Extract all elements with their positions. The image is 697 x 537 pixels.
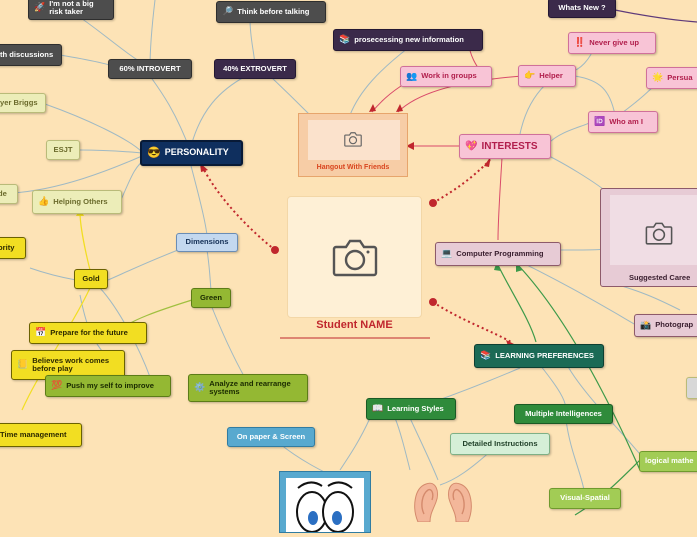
de-node[interactable]: de — [0, 184, 18, 204]
persua-node[interactable]: 🌟 Persua — [646, 67, 697, 89]
helper-node[interactable]: 👉 Helper — [518, 65, 576, 87]
books-icon: 📚 — [480, 350, 492, 361]
think-before-talking-node[interactable]: 🔎 Think before talking — [216, 1, 326, 23]
calendar-icon: 📅 — [35, 327, 47, 338]
books-icon: 📚 — [339, 34, 351, 45]
never-give-up-node[interactable]: ‼️ Never give up — [568, 32, 656, 54]
photo-icon: 📸 — [640, 319, 652, 330]
prepare-future-node[interactable]: 📅 Prepare for the future — [29, 322, 147, 344]
id-card-icon: 🆔 — [594, 116, 606, 127]
suggested-careers-photo[interactable]: Suggested Caree — [600, 188, 697, 287]
double-exclamation-icon: ‼️ — [574, 37, 586, 48]
visual-spatial-node[interactable]: Visual-Spatial — [549, 488, 621, 509]
ority-node[interactable]: ority — [0, 237, 26, 259]
hundred-points-icon: 💯 — [51, 380, 63, 391]
heart-icon: 💖 — [465, 141, 478, 152]
photograp-node[interactable]: 📸 Photograp — [634, 314, 697, 337]
thumbs-up-icon: 👍 — [38, 196, 50, 207]
gold-node[interactable]: Gold — [74, 269, 108, 289]
computer-icon: 💻 — [441, 248, 453, 259]
central-title: Student NAME — [316, 319, 393, 331]
on-paper-screen-node[interactable]: On paper & Screen — [227, 427, 315, 447]
hangout-caption: Hangout With Friends — [316, 164, 390, 171]
not-risk-taker-node[interactable]: 🚀 I'm not a big risk taker — [28, 0, 114, 20]
cartoon-eyes-icon — [286, 478, 364, 537]
myers-briggs-node[interactable]: yer Briggs — [0, 93, 46, 113]
camera-icon — [344, 131, 362, 147]
dimensions-node[interactable]: Dimensions — [176, 233, 238, 252]
analyze-node[interactable]: ⚙️ Analyze and rearrange systems — [188, 374, 308, 402]
multiple-intelligences-node[interactable]: Multiple Intelligences — [514, 404, 613, 424]
extrovert-node[interactable]: 40% EXTROVERT — [214, 59, 296, 79]
open-book-icon: 📖 — [372, 403, 384, 414]
push-myself-node[interactable]: 💯 Push my self to improve — [45, 375, 171, 397]
helping-others-node[interactable]: 👍 Helping Others — [32, 190, 122, 214]
esjt-node[interactable]: ESJT — [46, 140, 80, 160]
logical-math-node[interactable]: logical mathe — [639, 451, 697, 472]
ears-icon — [414, 482, 472, 523]
star-icon: 🌟 — [652, 72, 664, 83]
interests-node[interactable]: 💖 INTERESTS — [459, 134, 551, 159]
camera-icon — [332, 239, 377, 277]
careers-photo-frame — [610, 195, 697, 265]
eyes-image — [279, 471, 371, 537]
green-node[interactable]: Green — [191, 288, 231, 308]
personality-node[interactable]: 😎 PERSONALITY — [140, 140, 243, 166]
detailed-instructions-node[interactable]: Detailed Instructions — [450, 433, 550, 455]
gear-icon: ⚙️ — [194, 382, 206, 393]
time-management-node[interactable]: Time management — [0, 423, 82, 447]
hangout-photo[interactable]: Hangout With Friends — [298, 113, 408, 177]
people-icon: 👥 — [406, 70, 418, 81]
learning-styles-node[interactable]: 📖 Learning Styles — [366, 398, 456, 420]
introvert-node[interactable]: 60% INTROVERT — [108, 59, 192, 79]
ears-image — [408, 478, 478, 523]
central-photo[interactable] — [287, 196, 422, 318]
whats-new-node[interactable]: Whats New ? — [548, 0, 616, 18]
magnifier-icon: 🔎 — [222, 6, 234, 17]
prosecessing-node[interactable]: 📚 prosecessing new information — [333, 29, 483, 51]
careers-caption: Suggested Caree — [629, 273, 691, 282]
computer-programming-node[interactable]: 💻 Computer Programming — [435, 242, 561, 266]
camera-icon — [645, 222, 673, 245]
hangout-photo-frame — [308, 120, 400, 160]
pointing-hand-icon: 👉 — [524, 70, 536, 81]
who-am-i-node[interactable]: 🆔 Who am I — [588, 111, 658, 133]
discussions-node[interactable]: th discussions — [0, 44, 62, 66]
notepad-icon: 📒 — [17, 359, 29, 370]
rocket-icon: 🚀 — [34, 2, 46, 13]
sunglasses-emoji-icon: 😎 — [147, 146, 161, 159]
partial-node[interactable] — [686, 377, 697, 399]
learning-preferences-node[interactable]: 📚 LEARNING PREFERENCES — [474, 344, 604, 368]
work-in-groups-node[interactable]: 👥 Work in groups — [400, 66, 492, 87]
